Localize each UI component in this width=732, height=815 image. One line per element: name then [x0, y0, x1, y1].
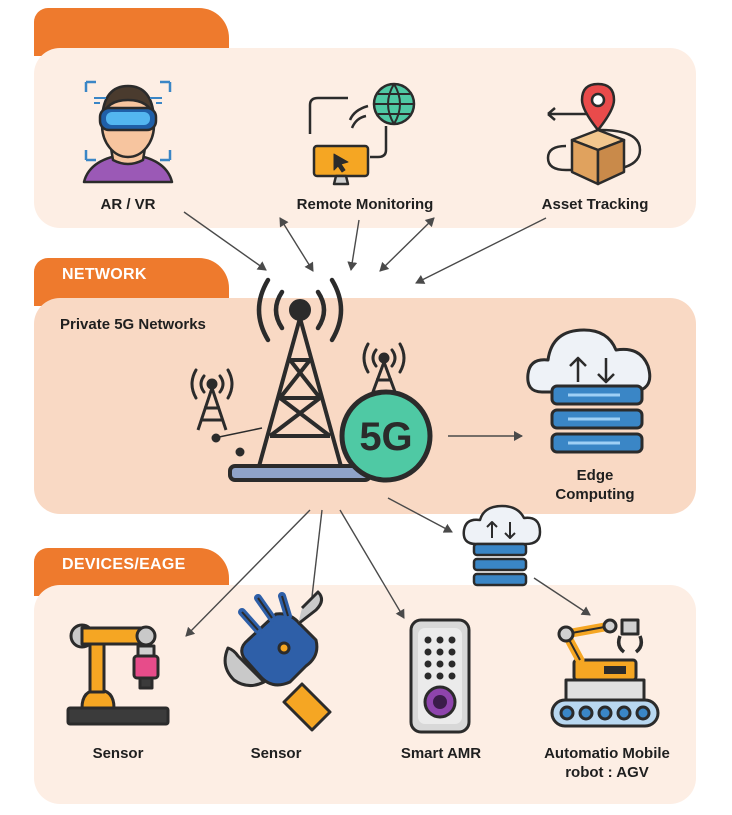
5g-badge-text: 5G — [359, 415, 412, 459]
5g-badge-circle — [339, 389, 433, 483]
app-label-remote-monitoring: Remote Monitoring — [296, 196, 434, 213]
devices-tab-label: DEVICES/EAGE — [62, 556, 186, 573]
device-label-sensor-2: Sensor — [250, 745, 302, 762]
app-label-asset-tracking: Asset Tracking — [541, 196, 649, 213]
edge-label-line1: Edge — [576, 467, 614, 484]
remote-monitoring-icon — [308, 82, 416, 186]
cloud-server-icon — [526, 328, 652, 454]
device-label-sensor-1: Sensor — [92, 745, 144, 762]
small-tower-right-icon — [362, 342, 406, 401]
device-label-smart-amr: Smart AMR — [400, 745, 482, 762]
agv-label-line2: robot : AGV — [565, 764, 649, 781]
network-subtitle: Private 5G Networks — [60, 316, 206, 333]
vr-headset-icon — [82, 80, 174, 184]
edge-label-line2: Computing — [555, 486, 635, 503]
edge-computing-label: Edge Computing — [530, 466, 660, 504]
network-tab-label: NETWORK — [62, 266, 147, 283]
agv-label-line1: Automatio Mobile — [544, 745, 670, 762]
small-cloud-server-icon — [462, 504, 542, 587]
robot-arm-icon — [66, 623, 170, 726]
asset-tracking-icon — [546, 82, 642, 186]
device-label-agv: Automatio Mobile robot : AGV — [520, 744, 694, 782]
app-connector-arrows — [183, 211, 547, 284]
agv-robot-icon — [550, 618, 660, 728]
app-label-ar-vr: AR / VR — [100, 196, 156, 213]
robotic-hand-icon — [223, 590, 332, 732]
remote-control-icon — [409, 618, 471, 734]
small-tower-left-icon — [190, 368, 263, 457]
